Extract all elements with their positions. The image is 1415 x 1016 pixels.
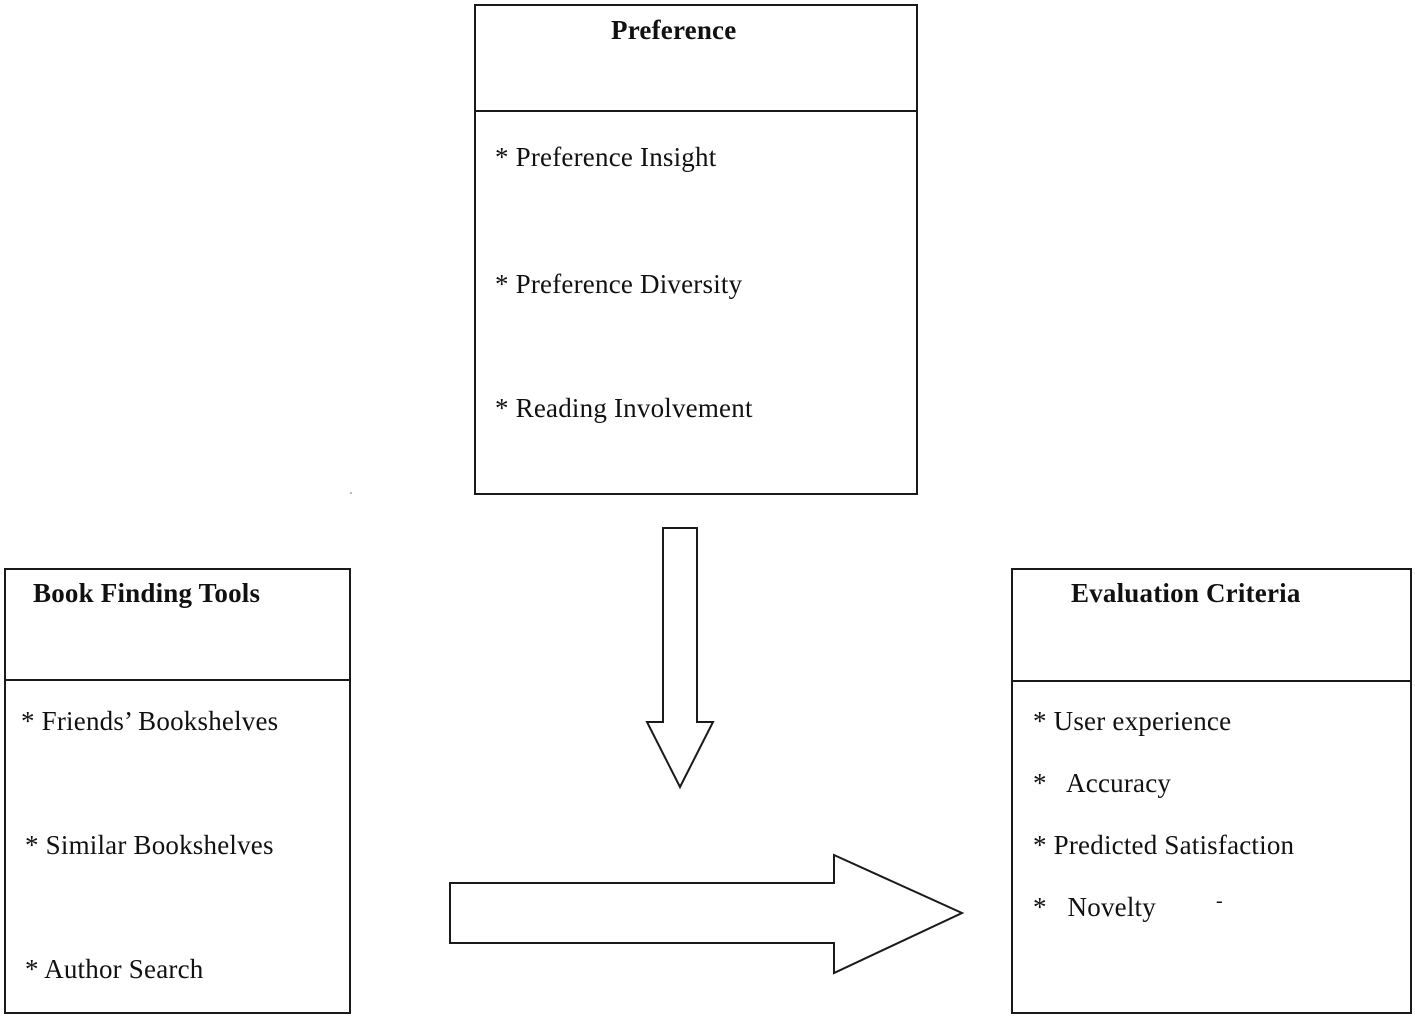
- stray-dot: [350, 492, 352, 494]
- preference-box: Preference * Preference Insight * Prefer…: [474, 4, 918, 495]
- book-finding-tools-box: Book Finding Tools * Friends’ Bookshelve…: [4, 568, 351, 1014]
- evaluation-item-dash: -: [1216, 890, 1223, 912]
- preference-divider: [476, 110, 916, 112]
- evaluation-criteria-title: Evaluation Criteria: [1071, 578, 1301, 608]
- book-finding-tools-divider: [6, 679, 349, 681]
- book-finding-item-friends: * Friends’ Bookshelves: [21, 706, 279, 736]
- down-arrow: [645, 527, 715, 790]
- preference-item-involvement: * Reading Involvement: [495, 393, 753, 423]
- book-finding-item-author: * Author Search: [25, 954, 204, 984]
- preference-item-insight: * Preference Insight: [495, 142, 717, 172]
- evaluation-item-accuracy: * Accuracy: [1033, 768, 1172, 798]
- evaluation-criteria-box: Evaluation Criteria * User experience * …: [1011, 568, 1412, 1014]
- book-finding-item-similar: * Similar Bookshelves: [25, 830, 274, 860]
- preference-title: Preference: [611, 15, 737, 45]
- right-arrow: [449, 853, 965, 975]
- evaluation-item-novelty: * Novelty: [1033, 892, 1156, 922]
- evaluation-criteria-divider: [1013, 680, 1410, 682]
- evaluation-item-predicted-satisfaction: * Predicted Satisfaction: [1033, 830, 1295, 860]
- evaluation-item-user-experience: * User experience: [1033, 706, 1232, 736]
- preference-item-diversity: * Preference Diversity: [495, 269, 743, 299]
- book-finding-tools-title: Book Finding Tools: [33, 578, 261, 608]
